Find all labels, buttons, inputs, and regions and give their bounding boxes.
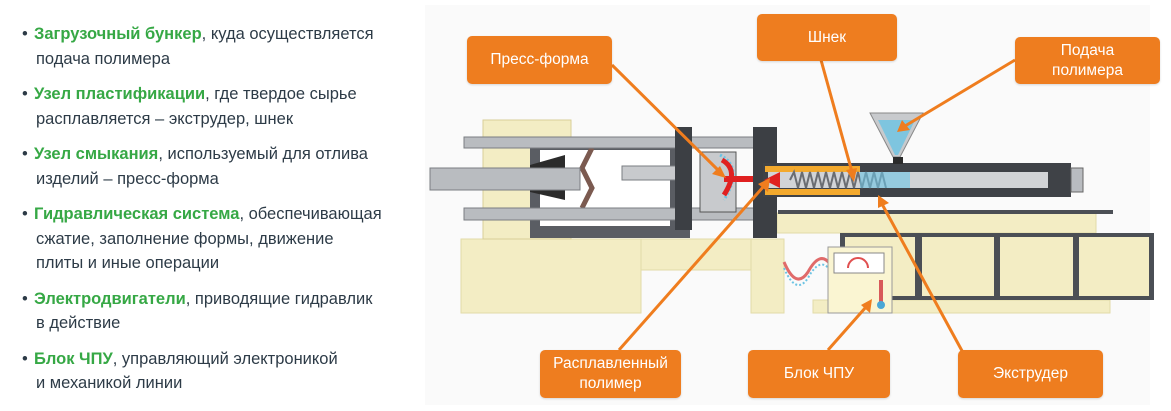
item-highlight: Узел пластификации [34,85,206,103]
item-highlight: Электродвигатели [34,289,186,308]
label-molten-polymer: Расплавленный полимер [540,350,681,398]
item-text: , используемый для отлива [158,145,368,163]
item-highlight: Гидравлическая система [34,205,240,223]
item-continuation: подача полимера [36,49,171,68]
label-line: Расплавленный [553,355,668,372]
item-continuation: сжатие, заполнение формы, движение [36,229,334,248]
bullet: • [22,289,28,308]
bullet: • [22,145,28,163]
label-line: полимер [579,375,642,392]
list-item: • Узел смыкания, используемый для отлива… [22,142,422,191]
label-mold: Пресс-форма [467,36,612,84]
list-item: • Загрузочный бункер, куда осуществляетс… [22,22,422,71]
label-polymer-feed: Подача полимера [1015,37,1160,84]
item-text: , управляющий электроникой [112,349,338,368]
list-item: • Блок ЧПУ, управляющий электроникой и м… [22,347,422,396]
bullet: • [22,25,28,43]
list-item: • Электродвигатели, приводящие гидравлик… [22,287,422,336]
list-item: • Гидравлическая система, обеспечивающая… [22,202,422,276]
list-item: • Узел пластификации, где твердое сырье … [22,82,422,131]
item-text: , обеспечивающая [239,205,382,223]
item-highlight: Загрузочный бункер [34,25,202,43]
cnc-unit [827,246,893,314]
item-continuation: плиты и иные операции [36,254,220,272]
injection-unit [763,112,1084,197]
callout-arrows [610,58,1016,361]
item-continuation: расплавляется – экструдер, шнек [36,109,294,128]
item-continuation: изделий – пресс-форма [36,169,219,188]
item-continuation: в действие [36,314,121,332]
bullet: • [22,205,28,223]
clamp-unit [429,119,777,240]
item-text: , приводящие гидравлик [185,289,373,308]
label-line: полимера [1052,61,1123,79]
bullet: • [22,85,28,103]
label-extruder: Экструдер [958,350,1103,398]
item-highlight: Блок ЧПУ [34,349,113,368]
hose [782,257,832,281]
label-screw: Шнек [757,14,897,61]
item-text: , где твердое сырье [205,85,357,103]
item-highlight: Узел смыкания [34,145,159,163]
label-line: Подача [1060,41,1115,59]
bullet: • [22,349,28,368]
label-cnc: Блок ЧПУ [748,350,890,398]
feature-list: • Загрузочный бункер, куда осуществляетс… [22,22,422,407]
item-text: , куда осуществляется [201,25,374,43]
item-continuation: и механикой линии [36,374,183,392]
